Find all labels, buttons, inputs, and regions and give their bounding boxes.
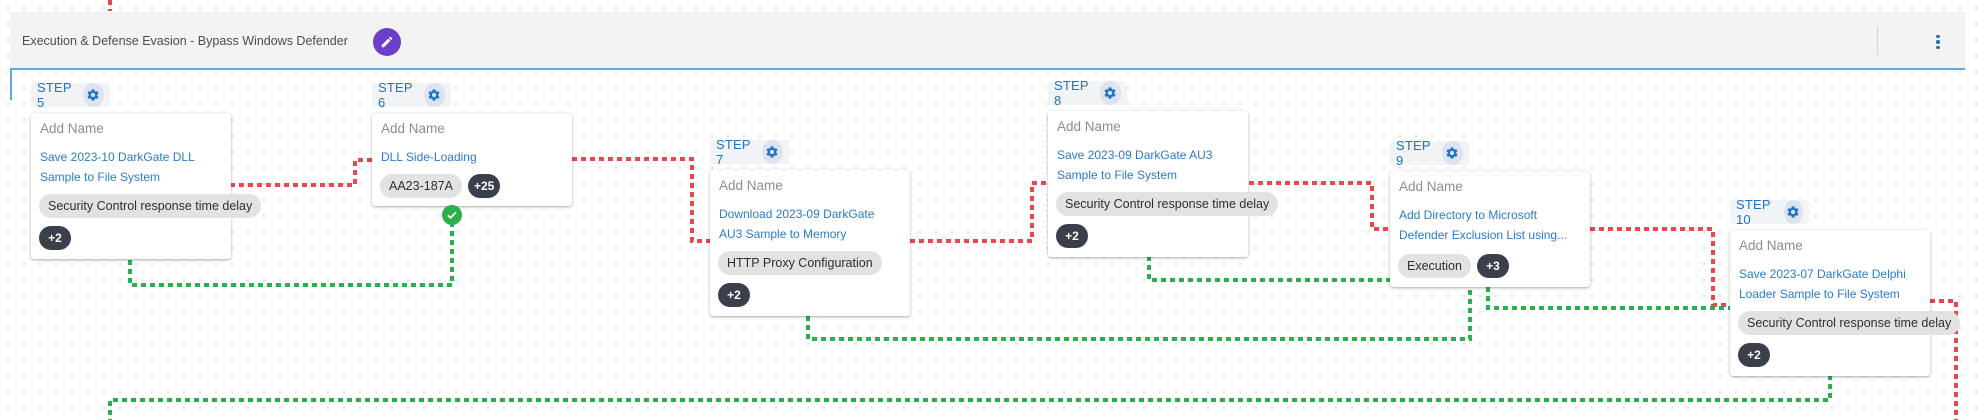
- tag-list: HTTP Proxy Configuration: [718, 251, 882, 275]
- tag-list: Security Control response time delay: [1056, 192, 1279, 216]
- step-name-input[interactable]: Add Name: [1399, 179, 1463, 194]
- step-title-link[interactable]: Add Directory to Microsoft Defender Excl…: [1399, 208, 1568, 242]
- pencil-icon: [381, 36, 393, 48]
- step-settings-button[interactable]: [1442, 141, 1463, 165]
- check-circle-icon: [447, 211, 457, 219]
- step-card[interactable]: Add Name Save 2023-10 DarkGate DLL Sampl…: [31, 113, 262, 259]
- tag-list: Execution +3: [1398, 254, 1509, 278]
- gear-icon: [88, 89, 99, 101]
- more-options-button[interactable]: [1928, 32, 1948, 52]
- tag-chip[interactable]: Security Control response time delay: [1738, 311, 1961, 335]
- step-header[interactable]: STEP 9: [1390, 138, 1469, 168]
- step-header[interactable]: STEP 8: [1048, 78, 1127, 108]
- step-card[interactable]: Add Name Save 2023-09 DarkGate AU3 Sampl…: [1048, 111, 1279, 257]
- step-label: STEP 6: [378, 80, 413, 110]
- step-title-link[interactable]: Save 2023-09 DarkGate AU3 Sample to File…: [1057, 148, 1213, 182]
- step-settings-button[interactable]: [83, 83, 104, 107]
- fail-connector-8-9: [1249, 181, 1390, 231]
- gear-icon: [1787, 206, 1799, 218]
- step-header[interactable]: STEP 6: [372, 80, 451, 110]
- step-title-link[interactable]: Save 2023-07 DarkGate Delphi Loader Samp…: [1739, 267, 1906, 301]
- step-name-input[interactable]: Add Name: [1739, 238, 1803, 253]
- step-title-link[interactable]: DLL Side-Loading: [381, 150, 477, 164]
- fail-connector-5-6: [230, 158, 372, 187]
- more-tags-badge[interactable]: +2: [39, 226, 71, 250]
- pass-connector-9-10: [1486, 287, 1730, 310]
- gear-icon: [429, 89, 440, 101]
- more-tags-row: +2: [1056, 224, 1088, 248]
- step-label: STEP 7: [716, 137, 751, 167]
- tag-chip[interactable]: Execution: [1398, 254, 1471, 278]
- header-divider: [1877, 27, 1878, 55]
- step-settings-button[interactable]: [424, 83, 445, 107]
- more-tags-row: +2: [39, 226, 71, 250]
- step-label: STEP 8: [1054, 78, 1089, 108]
- step-card[interactable]: Add Name DLL Side-Loading AA23-187A +25: [372, 113, 572, 206]
- tag-list: Security Control response time delay: [1738, 311, 1961, 335]
- step-name-input[interactable]: Add Name: [719, 178, 783, 193]
- step-card[interactable]: Add Name Download 2023-09 DarkGate AU3 S…: [710, 170, 910, 316]
- scenario-header: Execution & Defense Evasion - Bypass Win…: [10, 12, 1965, 70]
- more-tags-badge[interactable]: +2: [1738, 343, 1770, 367]
- tag-chip[interactable]: HTTP Proxy Configuration: [718, 251, 882, 275]
- pass-connector-7-9: [806, 287, 1472, 341]
- pass-connector-5-6: [128, 212, 454, 287]
- fail-connector-6-7: [572, 157, 710, 243]
- step-settings-button[interactable]: [1784, 200, 1803, 224]
- fail-connector-9-10: [1590, 227, 1730, 307]
- step-label: STEP 9: [1396, 138, 1431, 168]
- step-label: STEP 5: [37, 80, 72, 110]
- more-tags-badge[interactable]: +3: [1476, 254, 1509, 278]
- edit-title-button[interactable]: [373, 28, 401, 56]
- more-tags-badge[interactable]: +25: [467, 174, 501, 198]
- step-header[interactable]: STEP 5: [31, 80, 110, 110]
- workflow-frame-edge: [10, 70, 12, 100]
- pass-connector-10-out: [108, 375, 1832, 420]
- tag-list: AA23-187A +25: [380, 174, 501, 198]
- tag-chip[interactable]: Security Control response time delay: [1056, 192, 1279, 216]
- gear-icon: [767, 146, 778, 158]
- step-label: STEP 10: [1736, 197, 1771, 227]
- step-header[interactable]: STEP 7: [710, 137, 789, 167]
- tag-chip[interactable]: AA23-187A: [380, 174, 462, 198]
- step-title-link[interactable]: Download 2023-09 DarkGate AU3 Sample to …: [719, 207, 875, 241]
- step-card[interactable]: Add Name Add Directory to Microsoft Defe…: [1390, 171, 1590, 287]
- step-title-link[interactable]: Save 2023-10 DarkGate DLL Sample to File…: [40, 150, 195, 184]
- more-tags-row: +2: [1738, 343, 1770, 367]
- pass-connector-8-9: [1147, 256, 1400, 282]
- more-tags-row: +2: [718, 283, 750, 307]
- more-tags-badge[interactable]: +2: [1056, 224, 1088, 248]
- step-settings-button[interactable]: [1100, 81, 1121, 105]
- fail-connector-7-8: [910, 181, 1048, 243]
- gear-icon: [1105, 87, 1116, 99]
- tag-chip[interactable]: Security Control response time delay: [39, 194, 262, 218]
- more-tags-badge[interactable]: +2: [718, 283, 750, 307]
- step-name-input[interactable]: Add Name: [381, 121, 445, 136]
- kebab-menu-icon: [1936, 34, 1940, 39]
- gear-icon: [1447, 147, 1458, 159]
- step-card[interactable]: Add Name Save 2023-07 DarkGate Delphi Lo…: [1730, 230, 1961, 376]
- step-header[interactable]: STEP 10: [1730, 197, 1809, 227]
- step-name-input[interactable]: Add Name: [40, 121, 104, 136]
- step-name-input[interactable]: Add Name: [1057, 119, 1121, 134]
- scenario-title: Execution & Defense Evasion - Bypass Win…: [22, 34, 348, 48]
- step-settings-button[interactable]: [762, 140, 783, 164]
- tag-list: Security Control response time delay: [39, 194, 262, 218]
- step-status-badge: [442, 205, 462, 225]
